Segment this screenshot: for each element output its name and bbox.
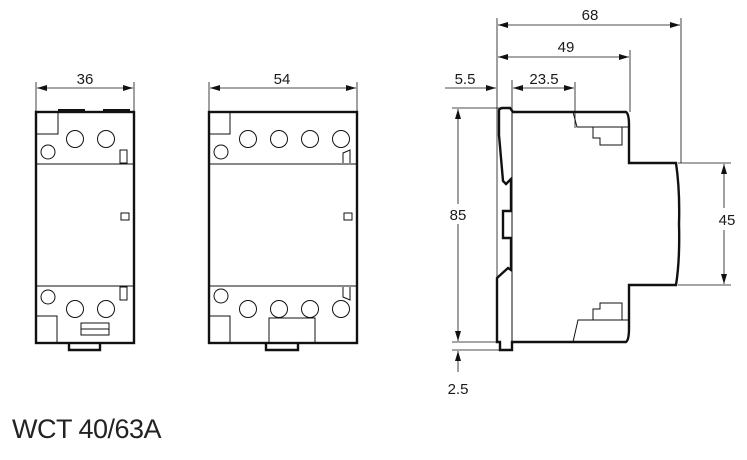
dimension-68: 68 <box>582 7 599 24</box>
product-title: WCT 40/63A <box>12 414 162 444</box>
dimension-5-5: 5.5 <box>455 71 476 88</box>
dimension-45: 45 <box>719 212 736 229</box>
dimension-49: 49 <box>558 39 575 56</box>
dimension-2-5: 2.5 <box>448 381 469 398</box>
front-view-2pole: 36 <box>34 71 136 352</box>
dimension-23-5: 23.5 <box>529 71 558 88</box>
front-view-4pole: 54 <box>207 71 359 352</box>
dimension-36: 36 <box>77 71 94 88</box>
side-view: 68 49 5.5 23.5 85 2.5 45 <box>444 7 738 398</box>
dimension-85: 85 <box>450 207 467 224</box>
dimension-54: 54 <box>274 71 291 88</box>
